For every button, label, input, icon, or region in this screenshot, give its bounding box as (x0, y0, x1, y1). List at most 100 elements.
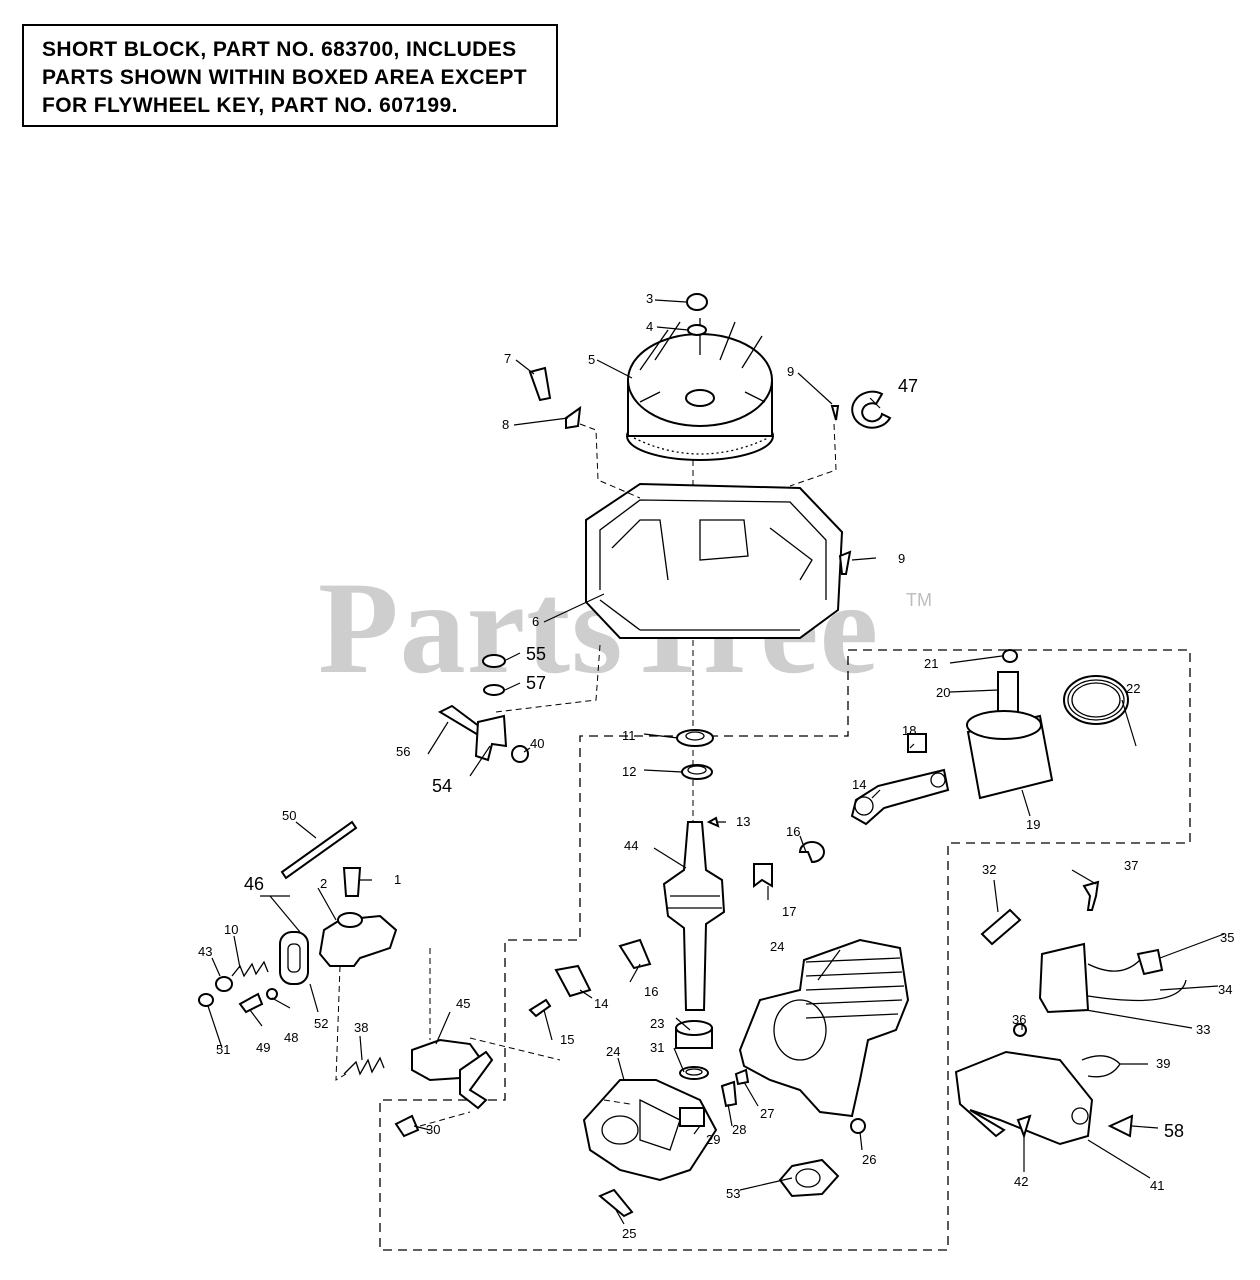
callout-9-top: 9 (787, 364, 794, 379)
callout-47: 47 (898, 376, 918, 396)
gasket-52[interactable] (279, 931, 309, 985)
cap-14-lower[interactable] (554, 964, 592, 998)
flywheel[interactable] (626, 318, 774, 461)
clip-47[interactable] (851, 390, 892, 429)
callout-56: 56 (396, 744, 410, 759)
clip-16-top[interactable] (798, 841, 825, 864)
callout-6: 6 (532, 614, 539, 629)
screw-15[interactable] (528, 998, 552, 1018)
callout-50: 50 (282, 808, 296, 823)
callout-35: 35 (1220, 930, 1234, 945)
callout-55: 55 (526, 644, 546, 664)
piston-rings[interactable] (1063, 675, 1129, 725)
callout-2: 2 (320, 876, 327, 891)
part-26[interactable] (850, 1118, 866, 1134)
ignition-module[interactable] (1038, 942, 1187, 1014)
part-36[interactable] (1013, 1023, 1027, 1037)
cylinder-block[interactable] (738, 938, 910, 1118)
bracket-8[interactable] (565, 405, 582, 430)
callout-54: 54 (432, 776, 452, 796)
callout-46: 46 (244, 874, 264, 894)
callout-17: 17 (782, 904, 796, 919)
throttle-bracket[interactable] (318, 912, 398, 967)
callout-32: 32 (982, 862, 996, 877)
blower-housing[interactable] (585, 482, 844, 639)
callout-49: 49 (256, 1040, 270, 1055)
callout-33: 33 (1196, 1022, 1210, 1037)
screw-37[interactable] (1082, 880, 1100, 911)
crankcase-cover[interactable] (582, 1079, 718, 1182)
piston[interactable] (966, 710, 1054, 800)
screw-25[interactable] (598, 1188, 634, 1218)
screw-7[interactable] (528, 366, 552, 402)
piston-pin-retainer[interactable] (1002, 649, 1018, 663)
callout-39: 39 (1156, 1056, 1170, 1071)
callout-45: 45 (456, 996, 470, 1011)
crankshaft[interactable] (662, 821, 726, 1011)
callout-58: 58 (1164, 1121, 1184, 1141)
callout-57: 57 (526, 673, 546, 693)
callout-15: 15 (560, 1032, 574, 1047)
clip-16-lower[interactable] (618, 938, 652, 970)
callout-31: 31 (650, 1040, 664, 1055)
callout-1: 1 (394, 872, 401, 887)
screw-42[interactable] (1016, 1114, 1032, 1140)
gasket-53[interactable] (778, 1158, 840, 1198)
screw-49[interactable] (238, 992, 264, 1014)
callout-40: 40 (530, 736, 544, 751)
callout-16-lower: 16 (644, 984, 658, 999)
note-line-3: FOR FLYWHEEL KEY, PART NO. 607199. (42, 94, 458, 117)
callout-18: 18 (902, 723, 916, 738)
part-1[interactable] (342, 867, 362, 897)
bearing-23[interactable] (675, 1020, 713, 1049)
spark-plug[interactable] (980, 908, 1022, 946)
dipstick-50[interactable] (280, 820, 358, 880)
spring-38[interactable] (343, 1056, 385, 1076)
clip-58[interactable] (1107, 1114, 1134, 1138)
part-28[interactable] (720, 1080, 738, 1108)
callout-53: 53 (726, 1186, 740, 1201)
callout-24-block: 24 (770, 939, 784, 954)
callout-19: 19 (1026, 817, 1040, 832)
bracket-54[interactable] (474, 714, 508, 762)
callout-41: 41 (1150, 1178, 1164, 1193)
part-30[interactable] (394, 1114, 420, 1138)
mounting-bracket-41[interactable] (954, 1050, 1094, 1146)
callout-14-cap: 14 (594, 996, 608, 1011)
washer-40[interactable] (511, 745, 529, 763)
flywheel-washer[interactable] (687, 324, 707, 336)
seal-31[interactable] (679, 1066, 709, 1080)
callout-24-cover: 24 (606, 1044, 620, 1059)
pin-9-side[interactable] (838, 550, 852, 575)
spring-10[interactable] (231, 960, 269, 978)
part-51[interactable] (198, 993, 214, 1007)
flywheel-nut[interactable] (686, 293, 708, 311)
callout-16-top: 16 (786, 824, 800, 839)
part-17[interactable] (753, 863, 773, 888)
part-43[interactable] (215, 976, 233, 992)
washer-57[interactable] (483, 684, 505, 696)
piston-pin[interactable] (997, 671, 1019, 713)
callout-44: 44 (624, 838, 638, 853)
callout-38: 38 (354, 1020, 368, 1035)
note-line-1: SHORT BLOCK, PART NO. 683700, INCLUDES (42, 38, 517, 61)
part-27[interactable] (734, 1068, 750, 1086)
callout-4: 4 (646, 319, 653, 334)
callout-25: 25 (622, 1226, 636, 1241)
part-18[interactable] (907, 733, 927, 753)
clip-39[interactable] (1081, 1055, 1121, 1078)
gasket-29[interactable] (679, 1107, 705, 1127)
callout-5: 5 (588, 352, 595, 367)
callout-labels: 3 4 5 7 8 9 47 9 6 55 57 21 20 22 56 40 … (198, 291, 1234, 1241)
callout-12: 12 (622, 764, 636, 779)
connecting-rod[interactable] (850, 768, 950, 826)
bearing-12[interactable] (681, 764, 713, 780)
governor-lever[interactable] (411, 1038, 494, 1110)
callout-10: 10 (224, 922, 238, 937)
callout-8: 8 (502, 417, 509, 432)
pin-9-top[interactable] (830, 405, 840, 421)
washer-48[interactable] (266, 988, 278, 1000)
washer-55[interactable] (482, 654, 506, 668)
oil-seal[interactable] (676, 729, 714, 747)
